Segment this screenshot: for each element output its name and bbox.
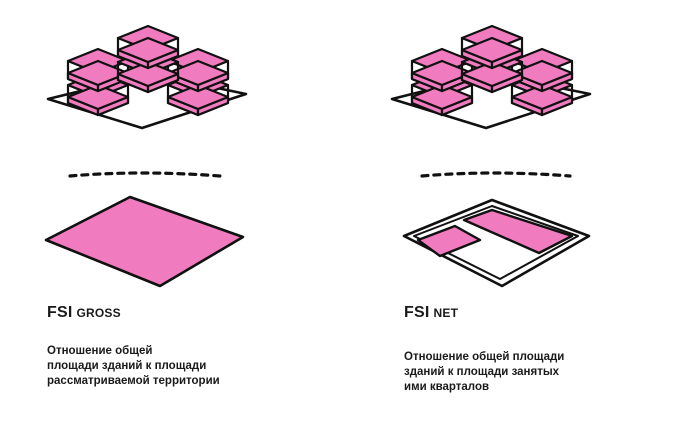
fsi-net-illustration <box>390 24 592 288</box>
gross-buildings <box>66 24 230 117</box>
net-title-sub: NET <box>433 306 459 320</box>
gross-desc-line: рассматриваемой территории <box>47 375 220 387</box>
net-plot-inner-outline <box>413 205 579 280</box>
building-floor <box>460 24 524 70</box>
building-face-top <box>116 60 180 88</box>
building-floor <box>166 47 230 93</box>
gross-title-main: FSI <box>47 304 73 321</box>
building-face-top <box>116 36 180 64</box>
net-desc-line: Отношение общей площади <box>404 351 565 363</box>
net-buildings <box>410 24 574 117</box>
building-face-top <box>510 83 574 111</box>
gross-separator <box>68 171 222 178</box>
net-separator <box>420 171 572 178</box>
building-face-top <box>510 59 574 87</box>
net-desc-line: зданий к площади занятых <box>404 366 560 378</box>
building-face-top <box>460 36 524 64</box>
gross-description: Отношение общей площади зданий к площади… <box>47 344 220 389</box>
gross-desc-line: площади зданий к площади <box>47 360 207 372</box>
building-face-top <box>410 83 474 111</box>
net-desc-line: ими кварталов <box>404 381 490 393</box>
net-plot-outline <box>402 198 591 288</box>
gross-desc-line: Отношение общей <box>47 345 153 357</box>
fsi-gross-illustration <box>44 24 248 288</box>
net-description: Отношение общей площади зданий к площади… <box>404 350 564 395</box>
net-title-main: FSI <box>404 304 430 321</box>
net-block-large <box>462 208 574 255</box>
building-floor <box>410 47 474 93</box>
building-face-top <box>460 60 524 88</box>
building-floor <box>116 24 180 70</box>
building-face-top <box>166 83 230 111</box>
net-block-small <box>416 224 482 258</box>
building-face-top <box>66 83 130 111</box>
building-face-top <box>166 59 230 87</box>
gross-title-sub: GROSS <box>76 306 121 320</box>
gross-territory-diamond <box>44 195 245 288</box>
